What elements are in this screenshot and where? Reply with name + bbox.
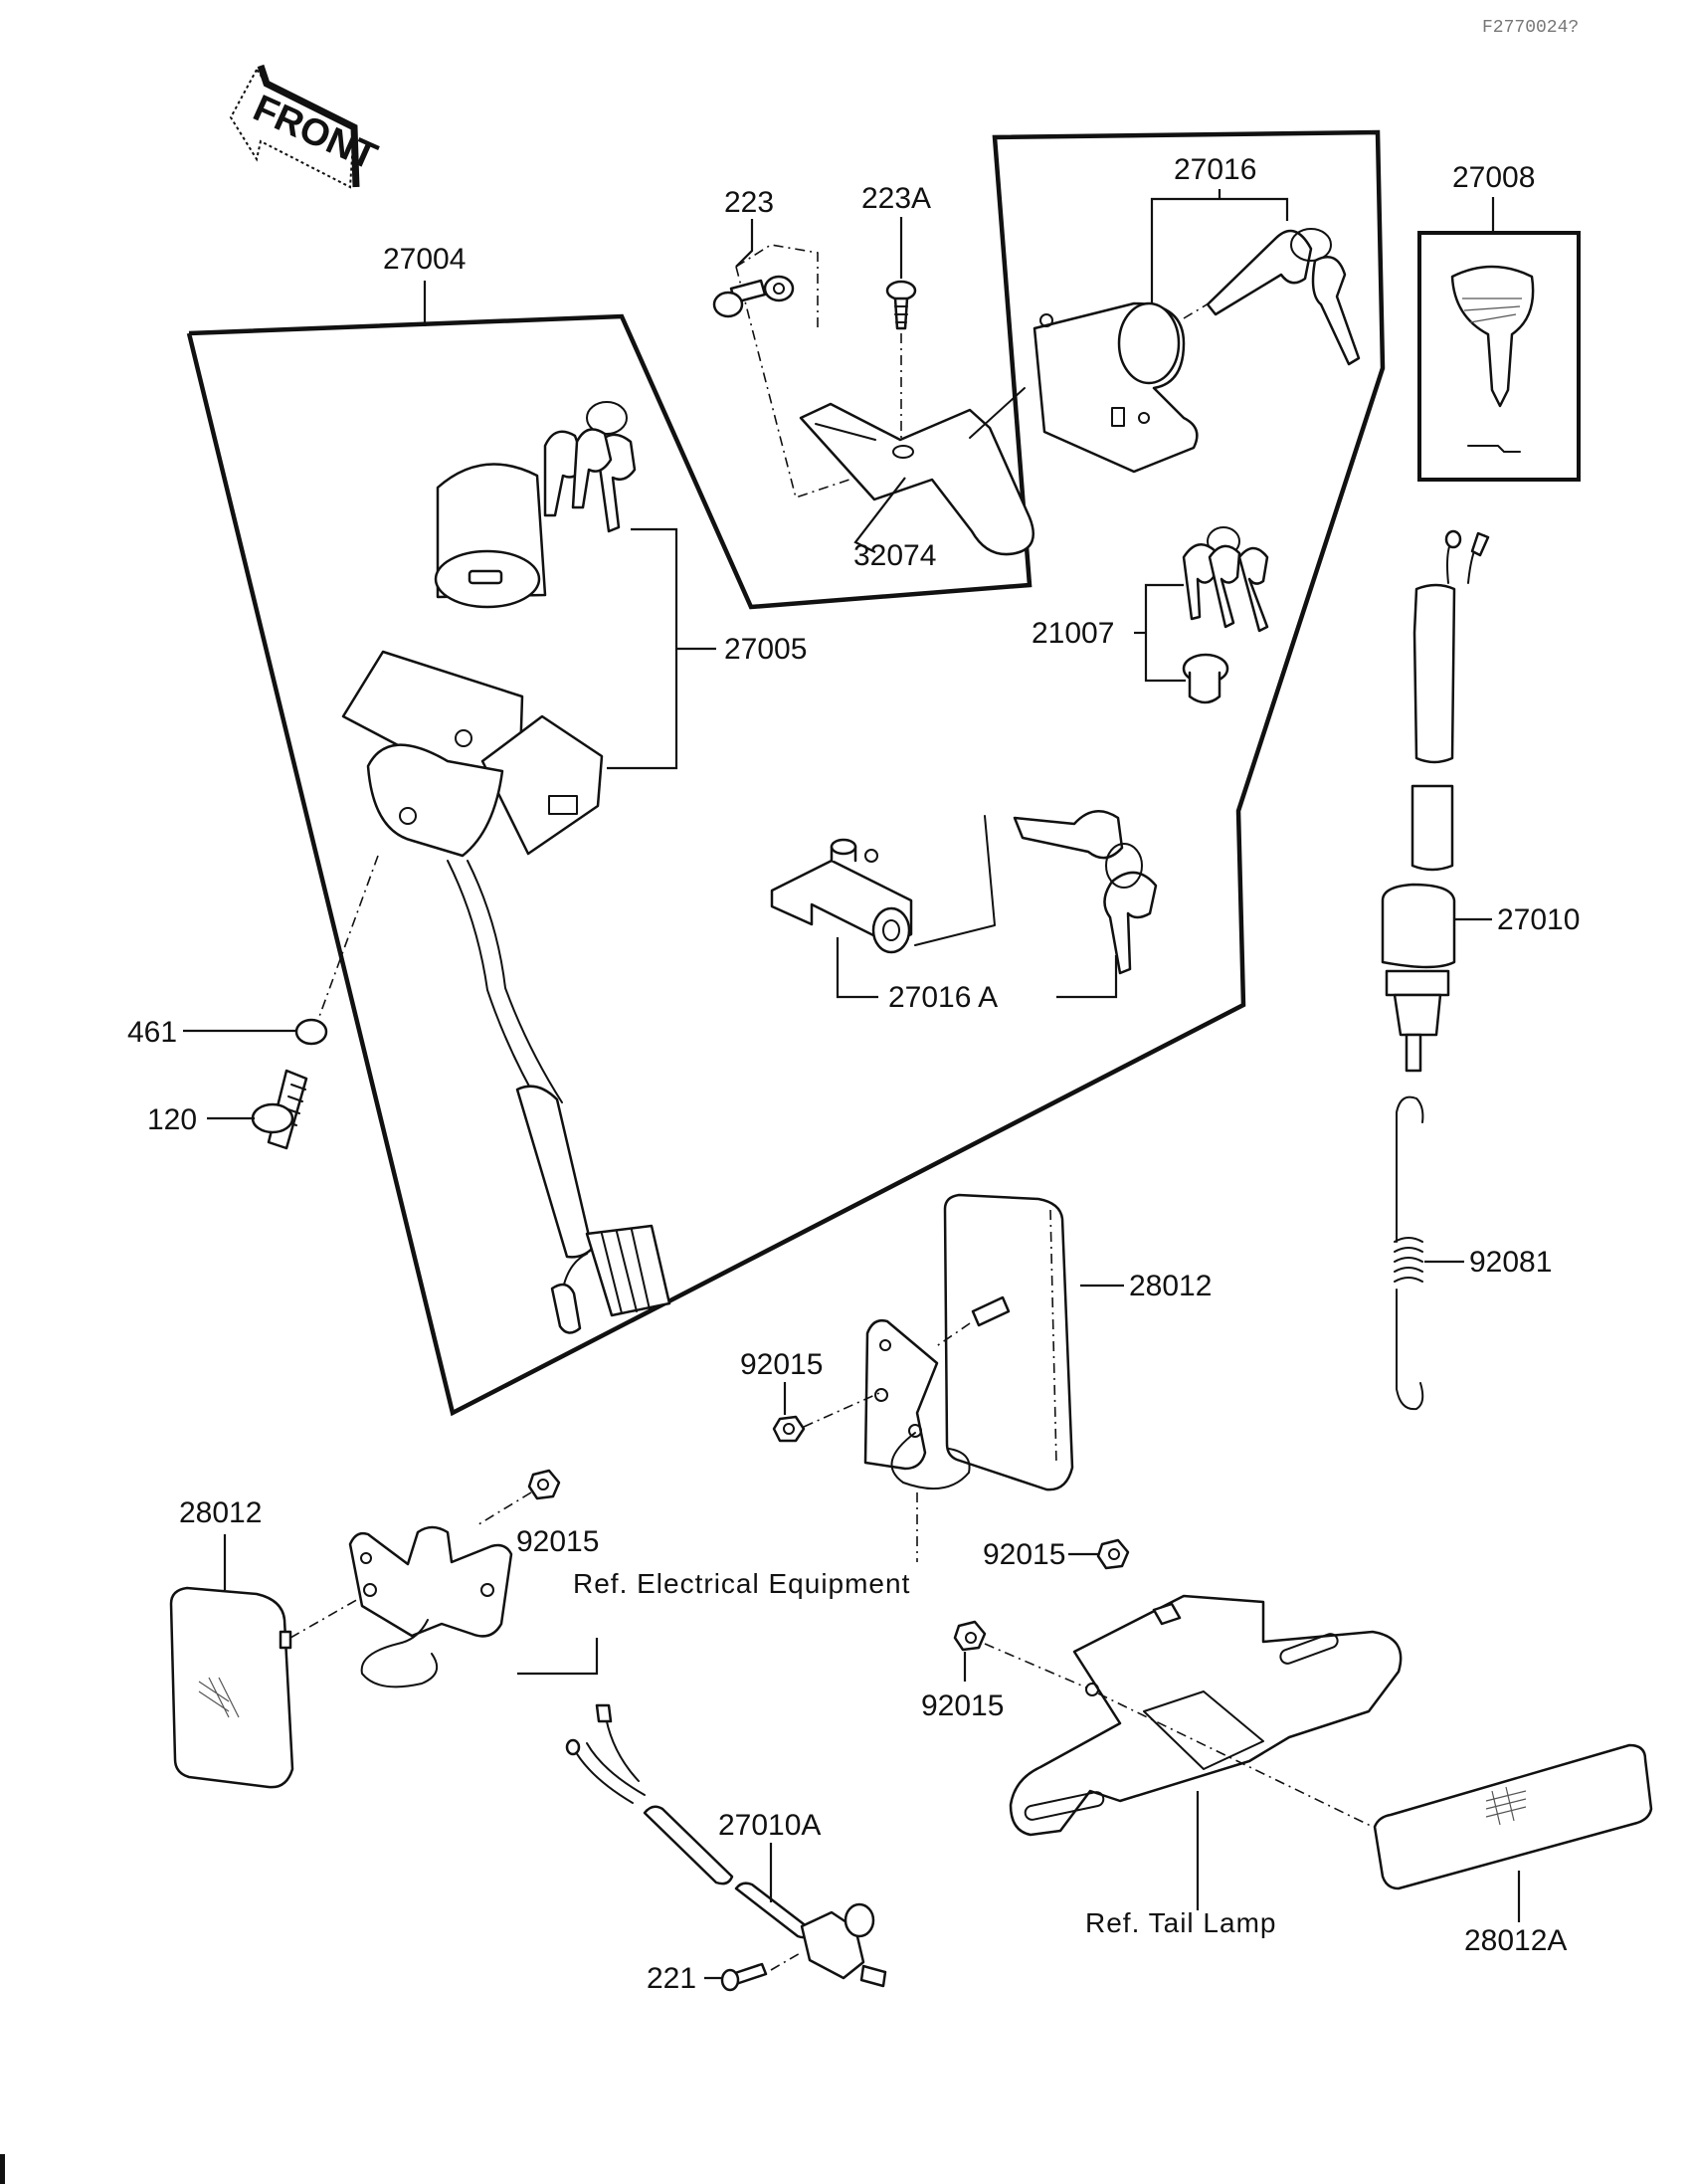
screw-223A: [885, 280, 917, 330]
lock-keys-27016: [1206, 228, 1361, 366]
bolt-120: [251, 1069, 308, 1150]
front-arrow-icon: FRONT: [229, 64, 383, 189]
switch-27010A: [565, 1703, 887, 1988]
part-label-223A: 223A: [861, 182, 931, 215]
part-label-92015-right-top: 92015: [983, 1538, 1065, 1571]
part-label-28012-left: 28012: [179, 1496, 262, 1529]
part-label-27010A: 27010A: [718, 1809, 821, 1842]
part-label-27016: 27016: [1174, 153, 1256, 186]
part-label-92081: 92081: [1469, 1246, 1552, 1279]
part-label-32074: 32074: [853, 539, 936, 572]
bracket-32074: [799, 402, 1034, 556]
reflector-28012-left: [169, 1586, 294, 1789]
ref-tail-lamp: Ref. Tail Lamp: [1085, 1907, 1276, 1938]
steering-lock-27016: [1033, 301, 1199, 474]
part-label-223: 223: [724, 186, 774, 219]
nut-92015-right-bottom: [953, 1620, 987, 1652]
reflector-28012A: [1373, 1743, 1653, 1890]
ref-electrical-equipment: Ref. Electrical Equipment: [573, 1568, 910, 1599]
license-plate-bracket: [1009, 1594, 1403, 1837]
part-label-92015-center: 92015: [740, 1348, 823, 1381]
part-label-92015-right-bottom: 92015: [921, 1689, 1004, 1722]
lock-keys-21007: [1182, 526, 1269, 633]
seat-lock-keys: [1013, 810, 1158, 975]
part-label-461: 461: [127, 1016, 177, 1049]
key-blank-27008: [1450, 265, 1535, 453]
part-label-28012A: 28012A: [1464, 1924, 1567, 1957]
seat-lock-27016A: [770, 838, 913, 954]
nut-92015-center: [772, 1415, 806, 1443]
part-label-27010: 27010: [1497, 903, 1580, 936]
reflector-28012-center: [943, 1193, 1074, 1491]
screw-221: [720, 1962, 768, 1992]
part-label-27008: 27008: [1452, 161, 1535, 194]
ignition-switch: [341, 463, 671, 1334]
part-label-27016A: 27016 A: [888, 981, 998, 1014]
scan-mark: [0, 2154, 5, 2184]
washer-461: [294, 1018, 328, 1046]
reflector-bracket-center: [863, 1319, 971, 1489]
ignition-keys: [543, 401, 637, 533]
part-label-92015-left: 92015: [516, 1525, 599, 1558]
part-label-21007: 21007: [1032, 617, 1114, 650]
nut-92015-left: [527, 1469, 561, 1500]
catalog-code: F2770024?: [1482, 18, 1579, 38]
group-border-27004: [186, 129, 1386, 1417]
nut-92015-right-top: [1096, 1538, 1130, 1570]
part-label-28012-center: 28012: [1129, 1270, 1212, 1302]
part-label-27005: 27005: [724, 633, 807, 666]
screw-223: [712, 275, 795, 318]
reflector-stud: [971, 1295, 1011, 1327]
reflector-bracket-left: [348, 1525, 513, 1688]
part-label-221: 221: [647, 1962, 696, 1995]
key-blank-box: [1417, 231, 1581, 482]
lock-cylinder-21007: [1182, 653, 1229, 704]
part-label-27004: 27004: [383, 243, 466, 276]
part-label-120: 120: [147, 1103, 197, 1136]
switch-27010: [1381, 529, 1490, 1073]
spring-92081: [1394, 1095, 1424, 1411]
